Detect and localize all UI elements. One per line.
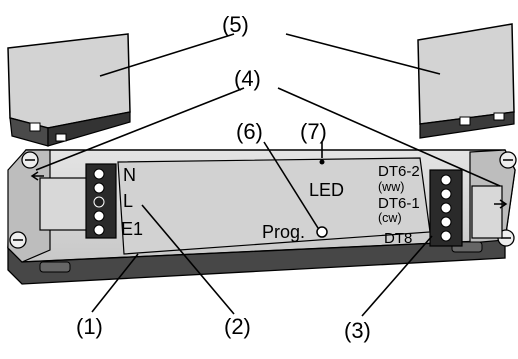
leader-4-left xyxy=(35,87,245,171)
leader-lines xyxy=(35,33,501,317)
callout-7: (7) xyxy=(300,119,327,144)
leader-4-right xyxy=(277,87,501,187)
left-terminal-cover xyxy=(7,33,131,147)
terminal-label-dt6-2: DT6-2 xyxy=(378,163,420,180)
terminal-label-e1: E1 xyxy=(121,219,144,239)
terminal-label-ww: (ww) xyxy=(378,180,405,194)
leader-3 xyxy=(361,235,433,317)
led-label: LED xyxy=(309,180,345,200)
leader-1 xyxy=(91,253,139,313)
callout-5: (5) xyxy=(222,12,249,37)
leader-5-left xyxy=(99,33,235,77)
prog-button xyxy=(316,226,328,238)
leader-6 xyxy=(263,141,319,229)
callout-2: (2) xyxy=(224,314,251,339)
callout-4: (4) xyxy=(234,66,261,91)
status-led xyxy=(319,159,325,165)
terminal-label-cw: (cw) xyxy=(378,211,402,225)
device-housing xyxy=(7,149,517,285)
leader-2 xyxy=(141,204,235,315)
terminal-label-l: L xyxy=(123,191,134,211)
prog-label: Prog. xyxy=(262,222,306,242)
terminal-label-n: N xyxy=(123,165,136,185)
callout-1: (1) xyxy=(76,314,103,339)
mains-terminal-block xyxy=(85,163,117,239)
terminal-label-dt6-1: DT6-1 xyxy=(378,195,420,212)
leader-5-right xyxy=(285,33,441,75)
callout-6: (6) xyxy=(236,119,263,144)
terminal-label-dt8: DT8 xyxy=(384,230,413,247)
right-terminal-cover xyxy=(417,23,515,139)
output-terminal-block xyxy=(429,169,463,247)
callout-3: (3) xyxy=(344,318,371,343)
